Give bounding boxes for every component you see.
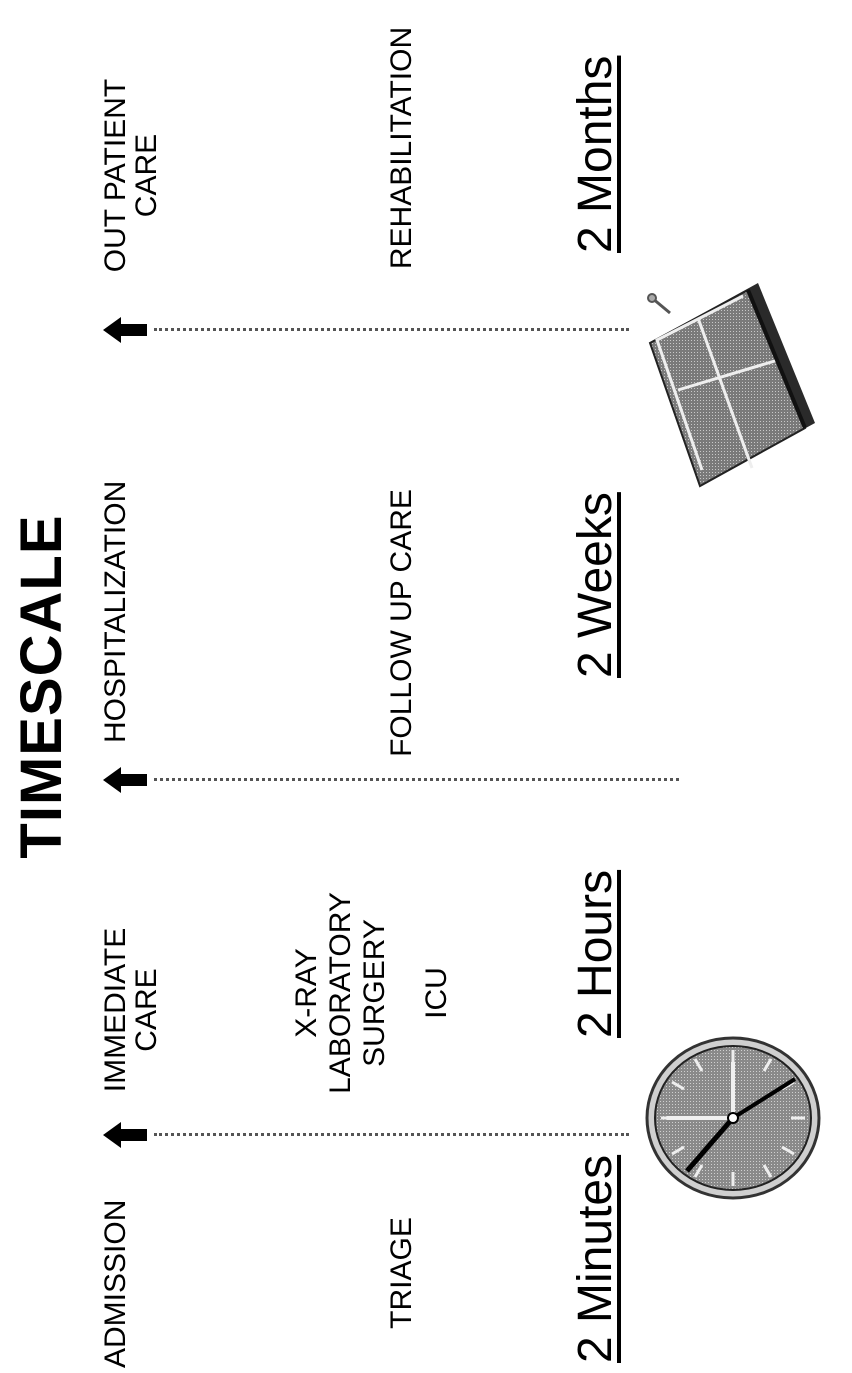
page-title: TIMESCALE	[8, 0, 75, 1373]
duration-months: 2 Months	[568, 56, 623, 253]
duration-hours: 2 Hours	[568, 870, 623, 1038]
phase-out-patient-care: OUT PATIENT CARE	[100, 73, 162, 278]
calendar-icon	[640, 278, 840, 488]
duration-weeks: 2 Weeks	[568, 492, 623, 678]
dotted-line	[154, 1133, 629, 1136]
arrow-up-icon	[103, 767, 147, 793]
dotted-line	[154, 328, 629, 331]
phase-immediate-care: IMMEDIATE CARE	[100, 905, 162, 1115]
duration-minutes: 2 Minutes	[568, 1155, 623, 1363]
activity-laboratory: LABORATORY	[324, 883, 358, 1103]
activity-rehabilitation: REHABILITATION	[385, 13, 419, 283]
activity-surgery: SURGERY	[358, 883, 392, 1103]
activity-icu: ICU	[420, 883, 454, 1103]
phase-hospitalization: HOSPITALIZATION	[100, 481, 131, 743]
phase-admission: ADMISSION	[100, 1200, 131, 1368]
activity-x-ray: X-RAY	[290, 883, 324, 1103]
arrow-up-icon	[103, 1122, 147, 1148]
activity-follow-up-care: FOLLOW UP CARE	[385, 463, 419, 783]
activity-triage: TRIAGE	[385, 1203, 419, 1343]
clock-icon	[645, 1035, 826, 1201]
arrow-up-icon	[103, 317, 147, 343]
